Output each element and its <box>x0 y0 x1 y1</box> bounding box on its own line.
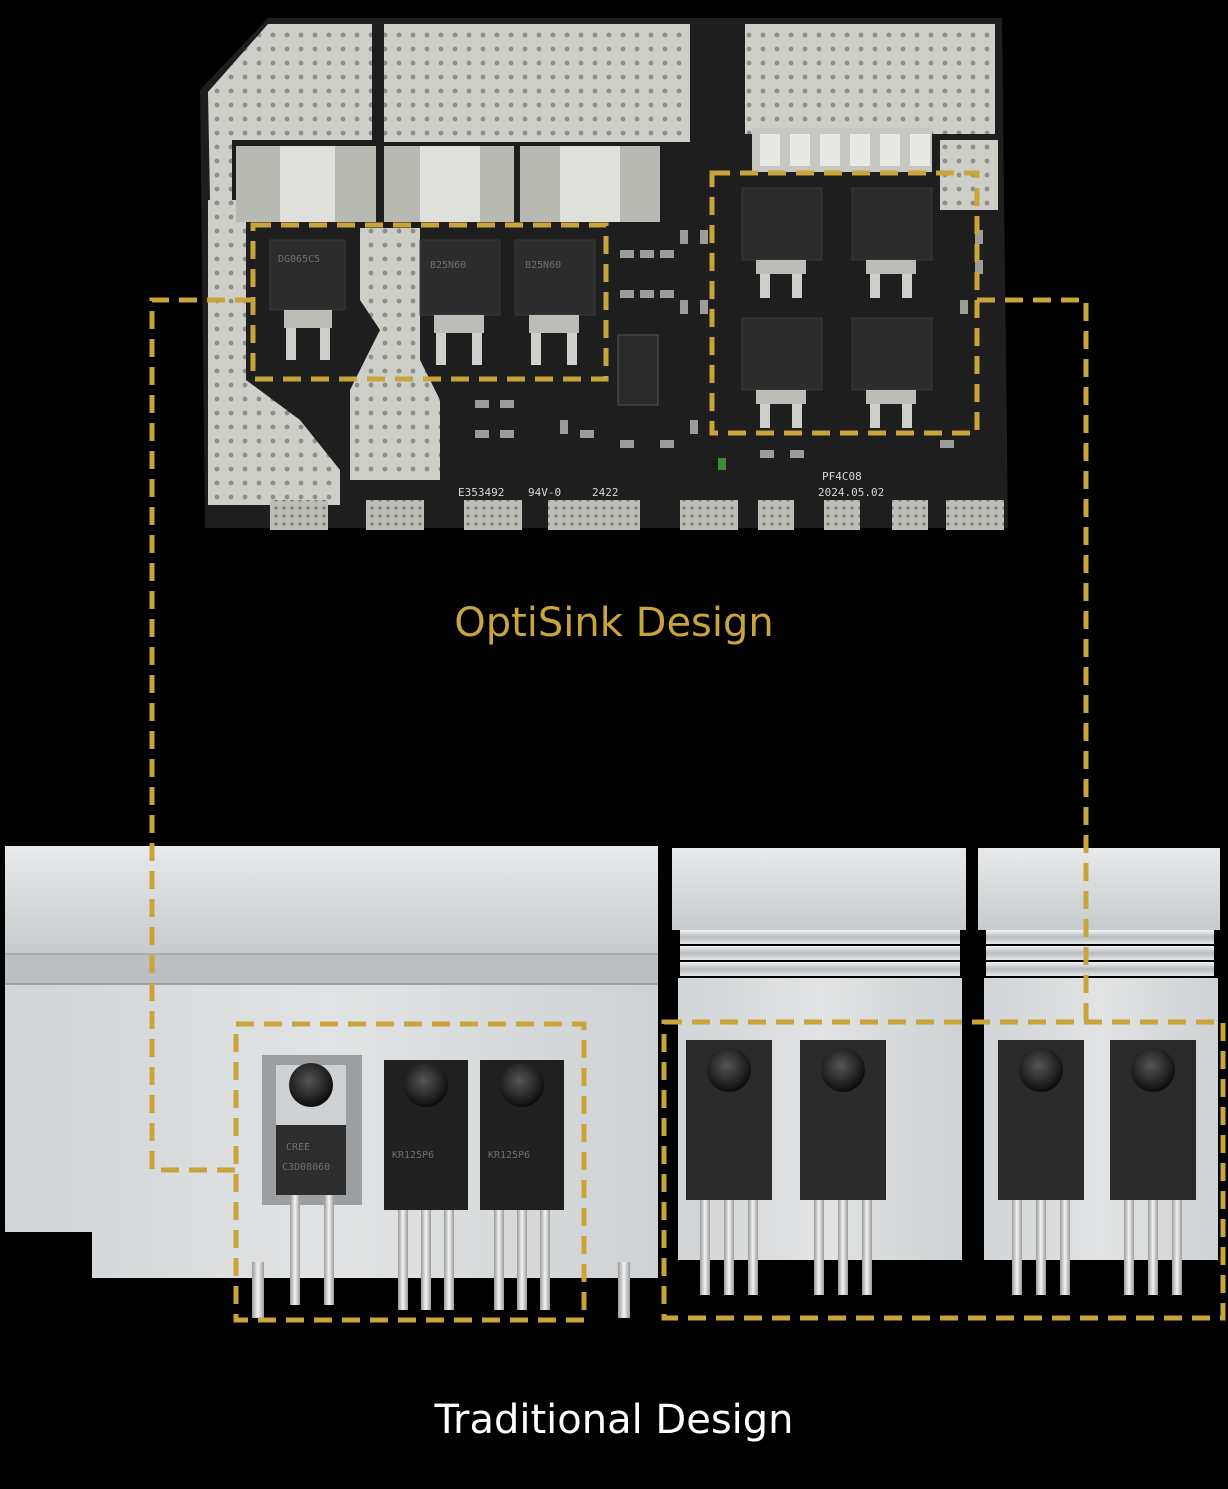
to220-device-6 <box>998 1040 1084 1295</box>
chip-marking: CREE <box>286 1142 310 1153</box>
optisink-right-highlight <box>709 170 980 436</box>
chip-marking: B25N60 <box>430 260 466 271</box>
chip-marking: DG065C5 <box>278 254 320 265</box>
to220-device-2: KR125P6 <box>384 1060 468 1310</box>
pcb-smd-chip-1: DG065C5 <box>269 239 346 360</box>
pcb-rating: 94V-0 <box>528 486 561 499</box>
traditional-design-caption: Traditional Design <box>434 1397 794 1443</box>
traditional-right-highlight <box>661 1019 1226 1321</box>
pcb-smd-chip-6 <box>741 317 823 428</box>
pcb-board-code: PF4C08 <box>822 470 862 483</box>
highlight-annotations <box>149 170 1226 1323</box>
pcb-number: 2422 <box>592 486 619 499</box>
pcb-smd-chip-7 <box>851 317 933 428</box>
connector-left <box>149 297 253 1173</box>
pcb-date-code: 2024.05.02 <box>818 486 884 499</box>
chip-marking: B25N60 <box>525 260 561 271</box>
pcb-edge-connectors <box>270 500 1004 530</box>
to220-device-3: KR125P6 <box>480 1060 564 1310</box>
chip-marking: KR125P6 <box>488 1150 530 1161</box>
traditional-left-highlight <box>233 1021 587 1323</box>
pcb-passives <box>475 230 983 458</box>
chip-marking: C3D08060 <box>282 1162 330 1173</box>
to220-device-5 <box>800 1040 886 1295</box>
to220-device-4 <box>686 1040 772 1295</box>
pcb-smd-chip-5 <box>851 187 933 298</box>
to220-device-1: CREE C3D08060 <box>262 1055 362 1305</box>
pcb-smd-chip-2: B25N60 <box>419 239 501 365</box>
pcb-control-ic <box>617 334 659 406</box>
connector-right <box>977 297 1089 1022</box>
chip-marking: KR125P6 <box>392 1150 434 1161</box>
pcb-smd-chip-3: B25N60 <box>514 239 596 365</box>
optisink-pcb: DG065C5 B25N60 B25N60 <box>200 18 1008 530</box>
to220-device-7 <box>1110 1040 1196 1295</box>
pcb-cert-code: E353492 <box>458 486 504 499</box>
optisink-design-caption: OptiSink Design <box>454 600 774 646</box>
pcb-smd-chip-4 <box>741 187 823 298</box>
pcb-shunt-row <box>236 128 932 222</box>
